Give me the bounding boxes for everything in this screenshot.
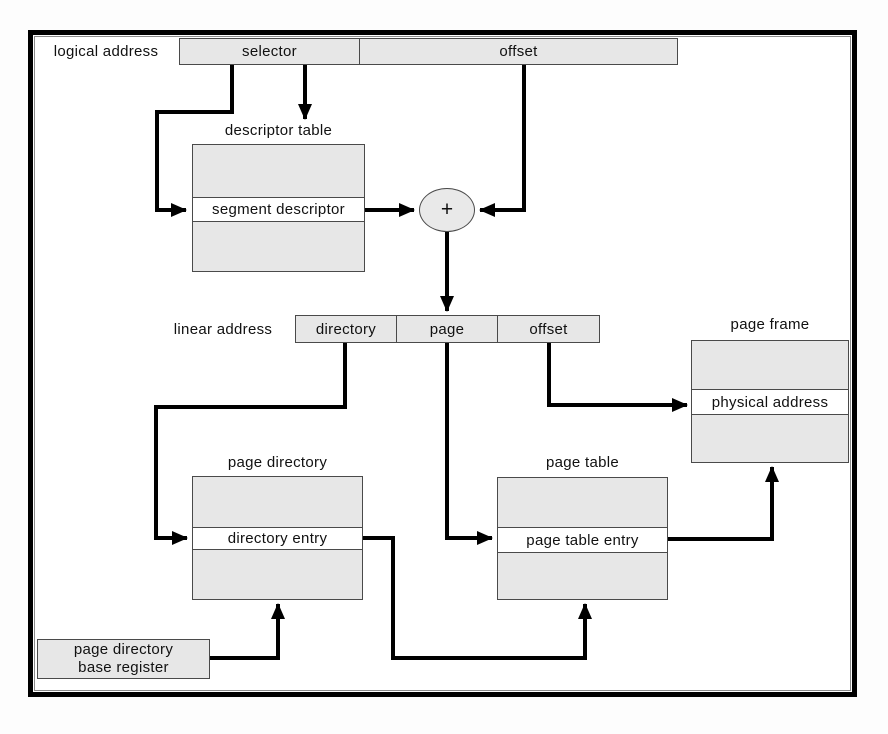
arrow-page-table-entry-to-page-frame [668,466,779,541]
adder-circle: + [419,188,475,232]
arrow-pdbr-to-page-directory [210,603,285,660]
linear-address-label: linear address [173,320,273,338]
page-frame-box: physical address [691,340,849,463]
physical-address-row: physical address [692,389,848,415]
page-directory-title: page directory [227,453,328,471]
directory-field: directory [295,315,397,343]
offset-field-logical: offset [359,38,678,65]
page-directory-base-register-box: page directory base register [37,639,210,679]
page-table-entry-row: page table entry [498,527,667,553]
arrow-selector-to-segment-descriptor [155,65,234,217]
arrow-directory-entry-to-page-table [363,536,592,660]
arrow-directory-to-directory-entry [154,343,347,545]
descriptor-table-title: descriptor table [224,121,333,139]
page-table-title: page table [545,453,620,471]
segment-descriptor-row: segment descriptor [193,197,364,222]
page-directory-box: directory entry [192,476,363,600]
page-field: page [396,315,498,343]
descriptor-table-box: segment descriptor [192,144,365,272]
arrow-page-to-page-table-entry [445,343,493,545]
arrow-offset-to-physical-address [547,343,688,412]
offset-field-linear: offset [497,315,600,343]
page-table-box: page table entry [497,477,668,600]
selector-field: selector [179,38,360,65]
diagram-frame-inner-border [34,36,851,691]
logical-address-label: logical address [53,43,159,60]
arrow-offset-to-plus [479,65,526,217]
directory-entry-row: directory entry [193,527,362,550]
page-frame-title: page frame [730,315,810,333]
pdbr-label: page directory base register [73,641,174,676]
